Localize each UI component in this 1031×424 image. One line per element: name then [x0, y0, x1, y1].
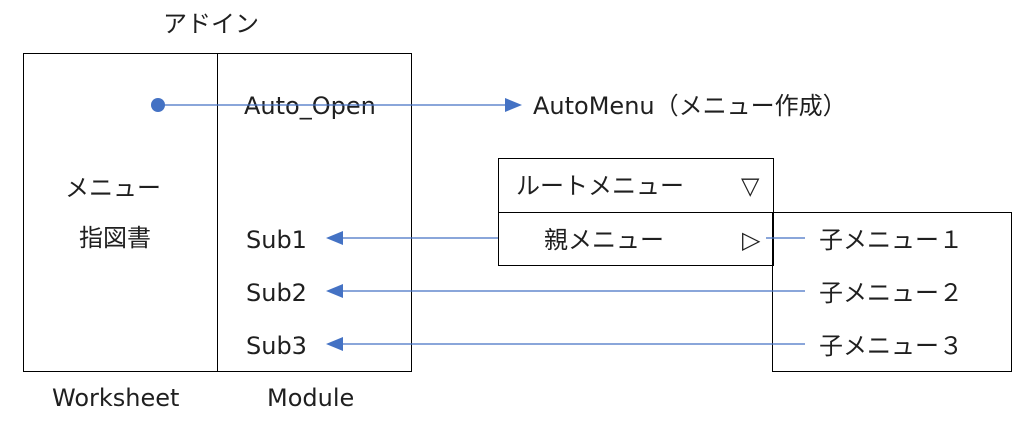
sub1-arrowhead — [326, 231, 343, 245]
sub3-label: Sub3 — [246, 332, 307, 360]
sub1-label: Sub1 — [246, 226, 307, 254]
automenu-label: AutoMenu（メニュー作成） — [533, 92, 847, 120]
child-menu-box — [772, 212, 1012, 372]
sub2-arrowhead — [326, 284, 343, 298]
child-menu-item-1: 子メニュー１ — [817, 226, 965, 254]
module-box — [217, 53, 412, 372]
parent-menu-box — [498, 212, 774, 266]
worksheet-caption: Worksheet — [52, 384, 180, 412]
parent-menu-label: 親メニュー — [544, 226, 664, 254]
automenu-arrowhead — [505, 98, 522, 112]
child-menu-item-2: 子メニュー２ — [817, 279, 965, 307]
child-menu-item-3: 子メニュー３ — [817, 332, 965, 360]
root-menu-dropdown-icon: ▽ — [741, 172, 760, 200]
worksheet-text-line1: メニュー — [65, 174, 161, 202]
parent-menu-expand-icon: ▷ — [742, 226, 761, 254]
module-caption: Module — [267, 384, 355, 412]
root-menu-label: ルートメニュー — [516, 172, 684, 200]
worksheet-text-line2: 指図書 — [79, 224, 151, 252]
addin-title: アドイン — [163, 10, 259, 38]
sub3-arrowhead — [326, 337, 343, 351]
sub2-label: Sub2 — [246, 279, 307, 307]
auto-open-label: Auto_Open — [244, 92, 376, 120]
